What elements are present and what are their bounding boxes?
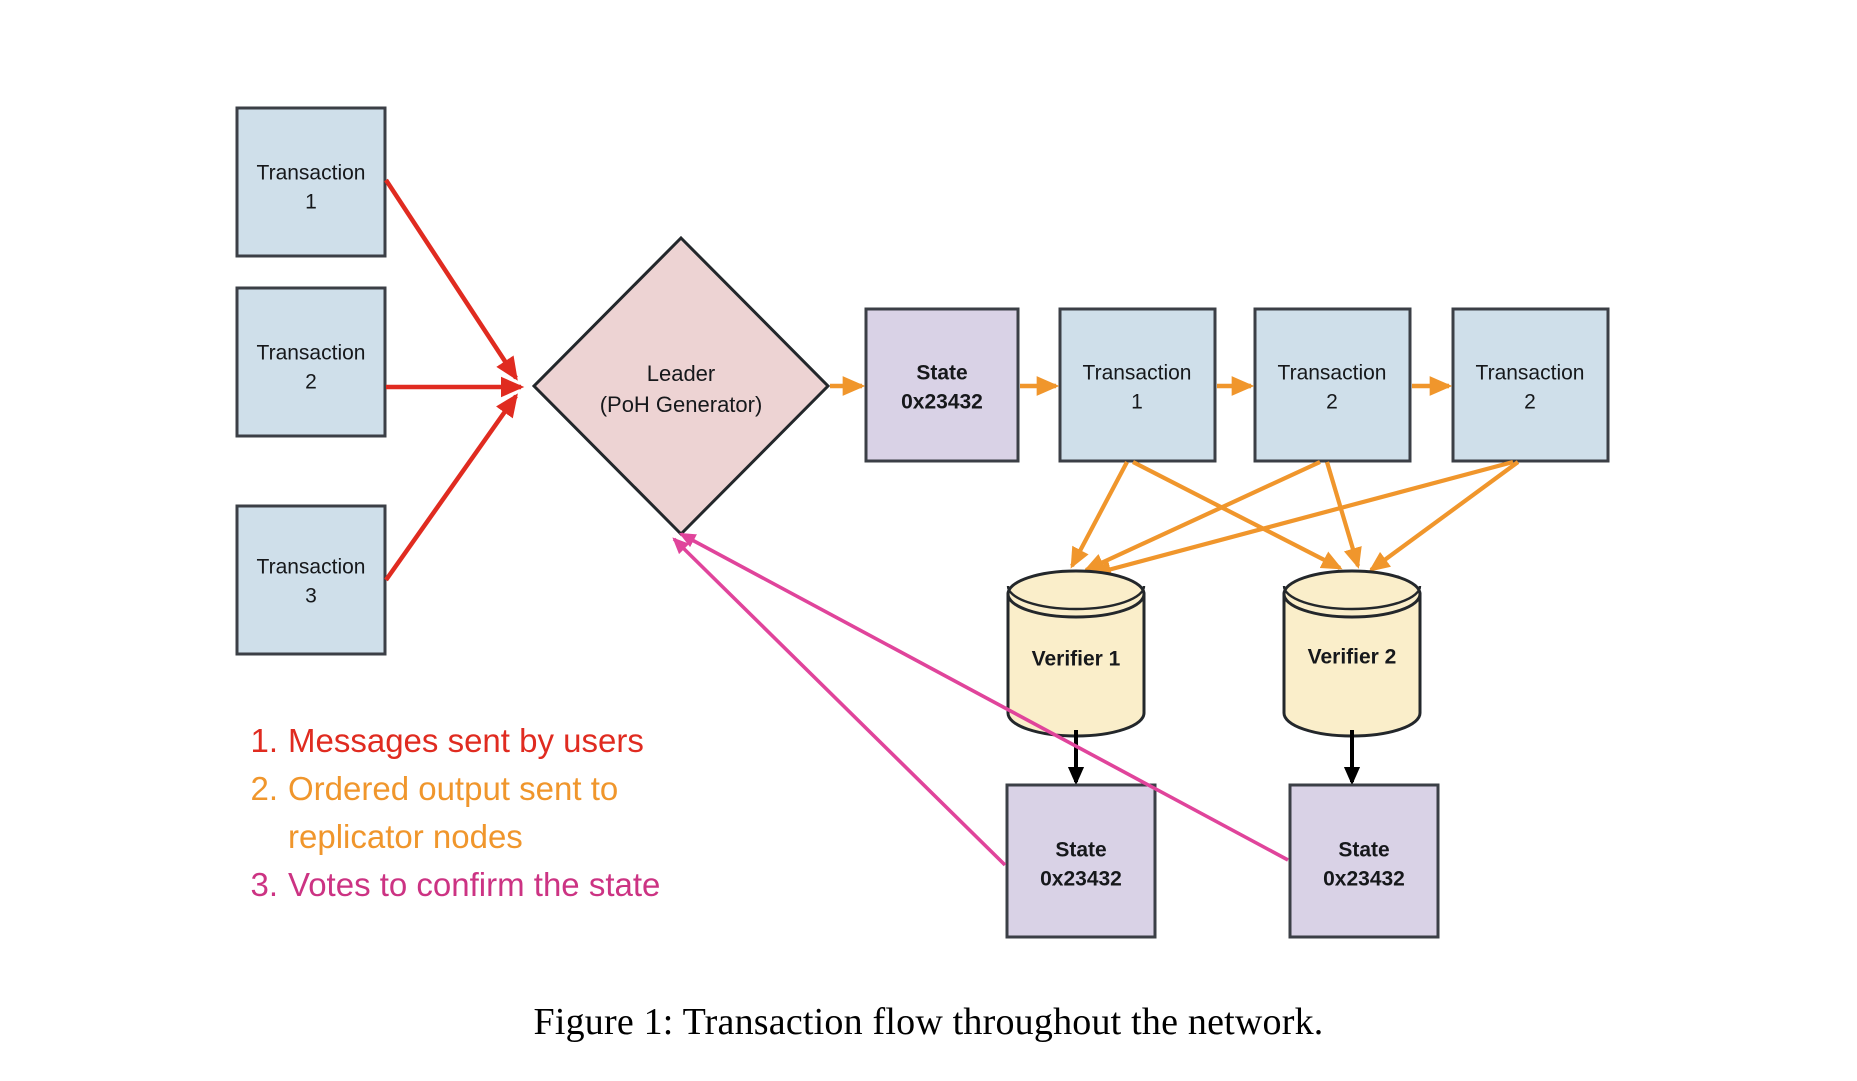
node-ledger-state[interactable]: State 0x23432	[864, 307, 1020, 463]
node-ledger-state-line1: State	[916, 362, 967, 385]
node-verifier-state-1[interactable]: State 0x23432	[1005, 783, 1157, 939]
arrow-ledger-tx1-to-verifier2	[1132, 460, 1343, 570]
arrow-ledger-tx2-to-verifier1	[1083, 460, 1321, 572]
node-tx-in-2-line1: Transaction	[257, 342, 366, 365]
node-verifier-state-2-line2: 0x23432	[1323, 868, 1405, 891]
node-ledger-tx-1-line2: 1	[1131, 391, 1143, 414]
arrow-vote-state2-to-leader	[678, 532, 1289, 862]
node-tx-in-3[interactable]: Transaction 3	[235, 504, 387, 656]
legend: 1. Messages sent by users 2. Ordered out…	[250, 722, 660, 903]
arrow-ledger-tx2-to-verifier2	[1324, 461, 1362, 569]
leader-label-line1: Leader	[647, 361, 716, 386]
vote-arrows-group	[672, 532, 1289, 867]
node-ledger-state-line2: 0x23432	[901, 391, 983, 414]
node-ledger-tx-2-line2: 2	[1326, 391, 1338, 414]
node-ledger-tx-2[interactable]: Transaction 2	[1253, 307, 1412, 463]
arrow-ledger-tx3-to-verifier1	[1090, 459, 1514, 579]
node-leader-poh-generator[interactable]: Leader (PoH Generator)	[531, 235, 831, 537]
node-verifier-2-label: Verifier 2	[1308, 646, 1397, 669]
node-verifier-state-2-line1: State	[1338, 839, 1389, 862]
node-ledger-tx-1-line1: Transaction	[1083, 362, 1192, 385]
node-verifier-2[interactable]: Verifier 2	[1282, 569, 1422, 738]
legend-item-1-number: 1.	[250, 722, 278, 759]
node-ledger-tx-3[interactable]: Transaction 2	[1451, 307, 1610, 463]
incoming-transactions-group: Transaction 1 Transaction 2 Transaction …	[235, 106, 387, 656]
legend-item-2-number: 2.	[250, 770, 278, 807]
node-tx-in-2[interactable]: Transaction 2	[235, 286, 387, 438]
arrow-messages-tx3-to-leader	[384, 393, 518, 582]
node-verifier-state-1-line1: State	[1055, 839, 1106, 862]
arrow-ledger-tx1-to-verifier1	[1070, 461, 1129, 569]
arrow-messages-tx1-to-leader	[384, 178, 518, 381]
node-tx-in-1[interactable]: Transaction 1	[235, 106, 387, 258]
replication-arrows-group	[1070, 459, 1520, 579]
node-tx-in-2-line2: 2	[305, 371, 317, 394]
commit-arrows-group	[1067, 730, 1361, 786]
figure-caption: Figure 1: Transaction flow throughout th…	[533, 1001, 1324, 1043]
ledger-chain-group: State 0x23432 Transaction 1 Transaction …	[864, 307, 1610, 463]
node-tx-in-3-line2: 3	[305, 585, 317, 608]
node-verifier-1[interactable]: Verifier 1	[1006, 569, 1146, 738]
message-arrows-group	[384, 178, 525, 582]
node-verifier-state-1-line2: 0x23432	[1040, 868, 1122, 891]
legend-item-2-text: Ordered output sent to	[288, 770, 618, 807]
leader-diamond-shape	[531, 235, 831, 537]
node-ledger-tx-3-line2: 2	[1524, 391, 1536, 414]
leader-label-line2: (PoH Generator)	[600, 392, 763, 417]
node-verifier-1-label: Verifier 1	[1032, 648, 1121, 671]
arrow-vote-state1-to-leader	[672, 537, 1007, 867]
node-ledger-tx-3-line1: Transaction	[1476, 362, 1585, 385]
legend-item-3-text: Votes to confirm the state	[288, 866, 660, 903]
node-tx-in-1-line2: 1	[305, 191, 317, 214]
legend-item-1-text: Messages sent by users	[288, 722, 644, 759]
legend-item-2-text-cont: replicator nodes	[288, 818, 523, 855]
arrow-ledger-tx3-to-verifier2	[1368, 460, 1520, 572]
node-ledger-tx-2-line1: Transaction	[1278, 362, 1387, 385]
node-tx-in-3-line1: Transaction	[257, 556, 366, 579]
node-verifier-state-2[interactable]: State 0x23432	[1288, 783, 1440, 939]
node-ledger-tx-1[interactable]: Transaction 1	[1058, 307, 1217, 463]
node-tx-in-1-line1: Transaction	[257, 162, 366, 185]
legend-item-3-number: 3.	[250, 866, 278, 903]
